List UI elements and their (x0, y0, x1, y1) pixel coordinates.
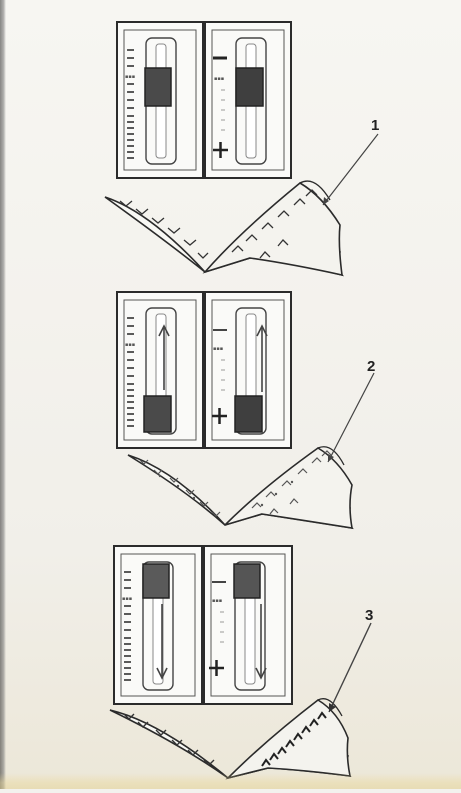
step-3-leader-line (329, 623, 371, 712)
step-3-slider-knob-right (234, 564, 260, 598)
svg-text:▪▪▪: ▪▪▪ (213, 346, 223, 352)
step-1-slider-knob-left (145, 68, 171, 106)
step-2-left-panel: ▪▪▪ (117, 292, 203, 448)
step-2-illustration: ▪▪▪ ▪▪▪ (117, 292, 375, 528)
step-1-number: 1 (371, 117, 379, 134)
step-1-right-panel: ▪▪▪ (205, 22, 291, 178)
svg-text:▪▪▪: ▪▪▪ (122, 596, 132, 602)
svg-text:▪▪▪: ▪▪▪ (214, 76, 224, 82)
step-1-left-panel: ▪▪▪ (117, 22, 203, 178)
step-1-slider-knob-right (236, 68, 263, 106)
step-3-fabric (110, 699, 350, 778)
step-2-slider-knob-right (235, 396, 262, 432)
page-bottom-tint (0, 773, 461, 789)
step-2-right-panel: ▪▪▪ (205, 292, 291, 448)
step-2-fabric (128, 447, 352, 528)
step-2-slider-knob-left (144, 396, 171, 432)
step-1-fabric (105, 181, 342, 275)
step-1-illustration: ▪▪▪ ▪▪▪ (105, 22, 379, 275)
step-3-right-panel: ▪▪▪ (204, 546, 292, 704)
svg-text:▪▪▪: ▪▪▪ (125, 342, 135, 348)
svg-text:▪▪▪: ▪▪▪ (212, 598, 222, 604)
step-2-number: 2 (367, 358, 375, 375)
step-3-left-panel: ▪▪▪ (114, 546, 202, 704)
svg-text:▪▪▪: ▪▪▪ (125, 74, 135, 80)
step-3-number: 3 (365, 607, 373, 624)
step-2-leader-line (328, 373, 374, 462)
step-3-slider-knob-left (143, 564, 169, 598)
step-1-leader-line (323, 134, 378, 205)
page-edge-shadow (0, 0, 6, 789)
step-3-illustration: ▪▪▪ ▪▪▪ (110, 546, 373, 778)
